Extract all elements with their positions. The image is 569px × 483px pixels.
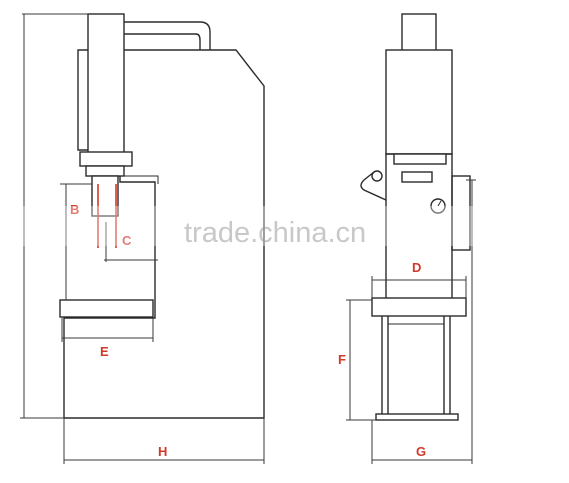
front-side-box <box>451 175 471 251</box>
label-h: H <box>158 444 167 459</box>
watermark-band <box>0 206 569 246</box>
front-top-cylinder <box>401 13 437 53</box>
front-housing <box>385 49 453 155</box>
label-f: F <box>338 352 346 367</box>
ram-collar <box>85 165 125 177</box>
label-g: G <box>416 444 426 459</box>
front-base <box>375 413 459 421</box>
side-view: B C E H <box>20 13 265 464</box>
ram-rod <box>91 175 119 217</box>
cylinder-block <box>87 13 125 155</box>
front-worktable <box>371 297 467 317</box>
lever-handle-icon <box>360 171 387 201</box>
label-c: C <box>122 233 132 248</box>
front-ram-head <box>393 153 447 165</box>
label-b: B <box>70 202 79 217</box>
upper-throat-plate <box>120 175 159 184</box>
front-view: D F G <box>338 13 476 464</box>
watermark-text: trade.china.cn <box>184 217 366 249</box>
hydraulic-pipe <box>124 21 211 50</box>
label-d: D <box>412 260 421 275</box>
pressure-gauge-icon <box>430 198 446 214</box>
worktable <box>59 299 154 318</box>
gauge-needle <box>437 200 442 207</box>
label-e: E <box>100 344 109 359</box>
lever-knob <box>371 170 383 182</box>
cylinder-head <box>79 151 133 167</box>
front-ram-plate <box>401 171 433 183</box>
